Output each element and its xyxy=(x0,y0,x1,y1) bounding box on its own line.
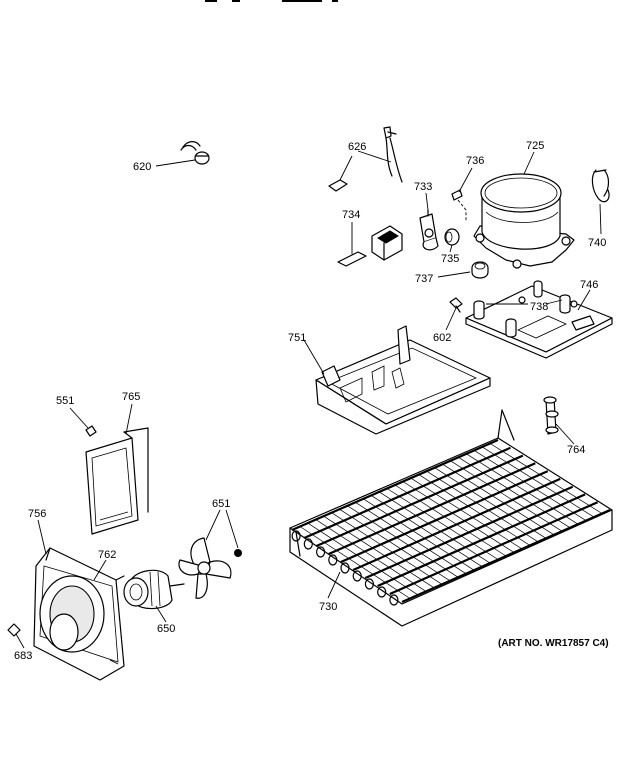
coil-fin xyxy=(315,519,427,592)
coil-bend xyxy=(364,578,374,590)
coil-fin xyxy=(299,526,411,599)
part-746-base-plate xyxy=(465,280,613,359)
label-733: 733 xyxy=(414,181,432,193)
coil-bend xyxy=(389,594,399,606)
part-626-overload xyxy=(328,126,403,192)
label-746: 746 xyxy=(580,279,598,291)
label-651: 651 xyxy=(212,498,230,510)
coil-fin xyxy=(410,477,523,550)
coil-fin xyxy=(394,484,507,557)
part-620-capacitor xyxy=(155,141,210,167)
part-734-box xyxy=(337,222,403,267)
coil-fin xyxy=(474,450,587,521)
coil-fin xyxy=(434,467,547,539)
part-651-fan-blade xyxy=(178,509,242,599)
label-756: 756 xyxy=(28,508,46,520)
label-740: 740 xyxy=(588,237,606,249)
label-650: 650 xyxy=(157,623,175,635)
part-737-grommet xyxy=(437,261,489,279)
coil-fin xyxy=(482,446,595,518)
coil-fin xyxy=(458,457,571,528)
coil-fin xyxy=(418,474,531,546)
coil-fin xyxy=(442,463,555,536)
coil-fin xyxy=(323,515,435,589)
coil-fin xyxy=(347,505,459,578)
part-551-screw xyxy=(69,407,97,437)
part-730-condenser xyxy=(289,409,613,627)
coil-fin xyxy=(379,491,491,564)
coil-fin xyxy=(450,460,563,532)
part-762-mount xyxy=(93,559,107,581)
coil-fin xyxy=(355,502,467,574)
label-602: 602 xyxy=(433,332,451,344)
label-762: 762 xyxy=(98,549,116,561)
coil-fin xyxy=(331,512,443,585)
coil-fin xyxy=(371,495,483,567)
part-751-drain-pan xyxy=(303,325,491,435)
coil-fin xyxy=(466,453,579,525)
coil-bend xyxy=(303,538,313,550)
label-751: 751 xyxy=(288,332,306,344)
label-725: 725 xyxy=(526,140,544,152)
label-551: 551 xyxy=(56,395,74,407)
coil-bend xyxy=(316,546,326,558)
part-764-clip xyxy=(543,396,575,445)
art-number: (ART NO. WR17857 C4) xyxy=(498,638,609,649)
part-602-screw xyxy=(445,297,463,331)
part-736-clip xyxy=(451,167,473,222)
label-626: 626 xyxy=(348,141,366,153)
part-725-compressor xyxy=(473,151,575,269)
label-730: 730 xyxy=(319,601,337,613)
label-737: 737 xyxy=(415,273,433,285)
coil-fin xyxy=(489,443,603,514)
coil-bend xyxy=(291,530,301,542)
label-738: 738 xyxy=(530,301,548,313)
coil-fin xyxy=(363,498,475,571)
coil-bend xyxy=(340,562,350,574)
label-620: 620 xyxy=(133,161,151,173)
top-cropped-fragments xyxy=(205,0,338,2)
coil-fin xyxy=(339,508,451,582)
label-683: 683 xyxy=(14,650,32,662)
label-735: 735 xyxy=(441,253,459,265)
part-735-cap xyxy=(444,228,460,253)
part-650-fan-motor xyxy=(123,569,185,623)
coil-bend xyxy=(352,570,362,582)
coil-fin xyxy=(307,522,419,596)
label-764: 764 xyxy=(567,444,585,456)
coil-fin xyxy=(402,481,515,553)
coil-fin xyxy=(426,470,539,543)
part-labels: 620 626 736 725 733 734 740 735 737 746 … xyxy=(14,140,609,662)
part-765-bracket xyxy=(85,403,149,535)
label-734: 734 xyxy=(342,209,360,221)
part-683-screw xyxy=(7,623,25,649)
coil-bend xyxy=(328,554,338,566)
part-740-clip xyxy=(591,169,610,235)
coil-bend xyxy=(377,586,387,598)
part-733-relay xyxy=(419,192,439,251)
label-736: 736 xyxy=(466,155,484,167)
part-756-fan-shroud xyxy=(33,519,125,681)
coil-fin xyxy=(386,488,499,560)
label-765: 765 xyxy=(122,391,140,403)
